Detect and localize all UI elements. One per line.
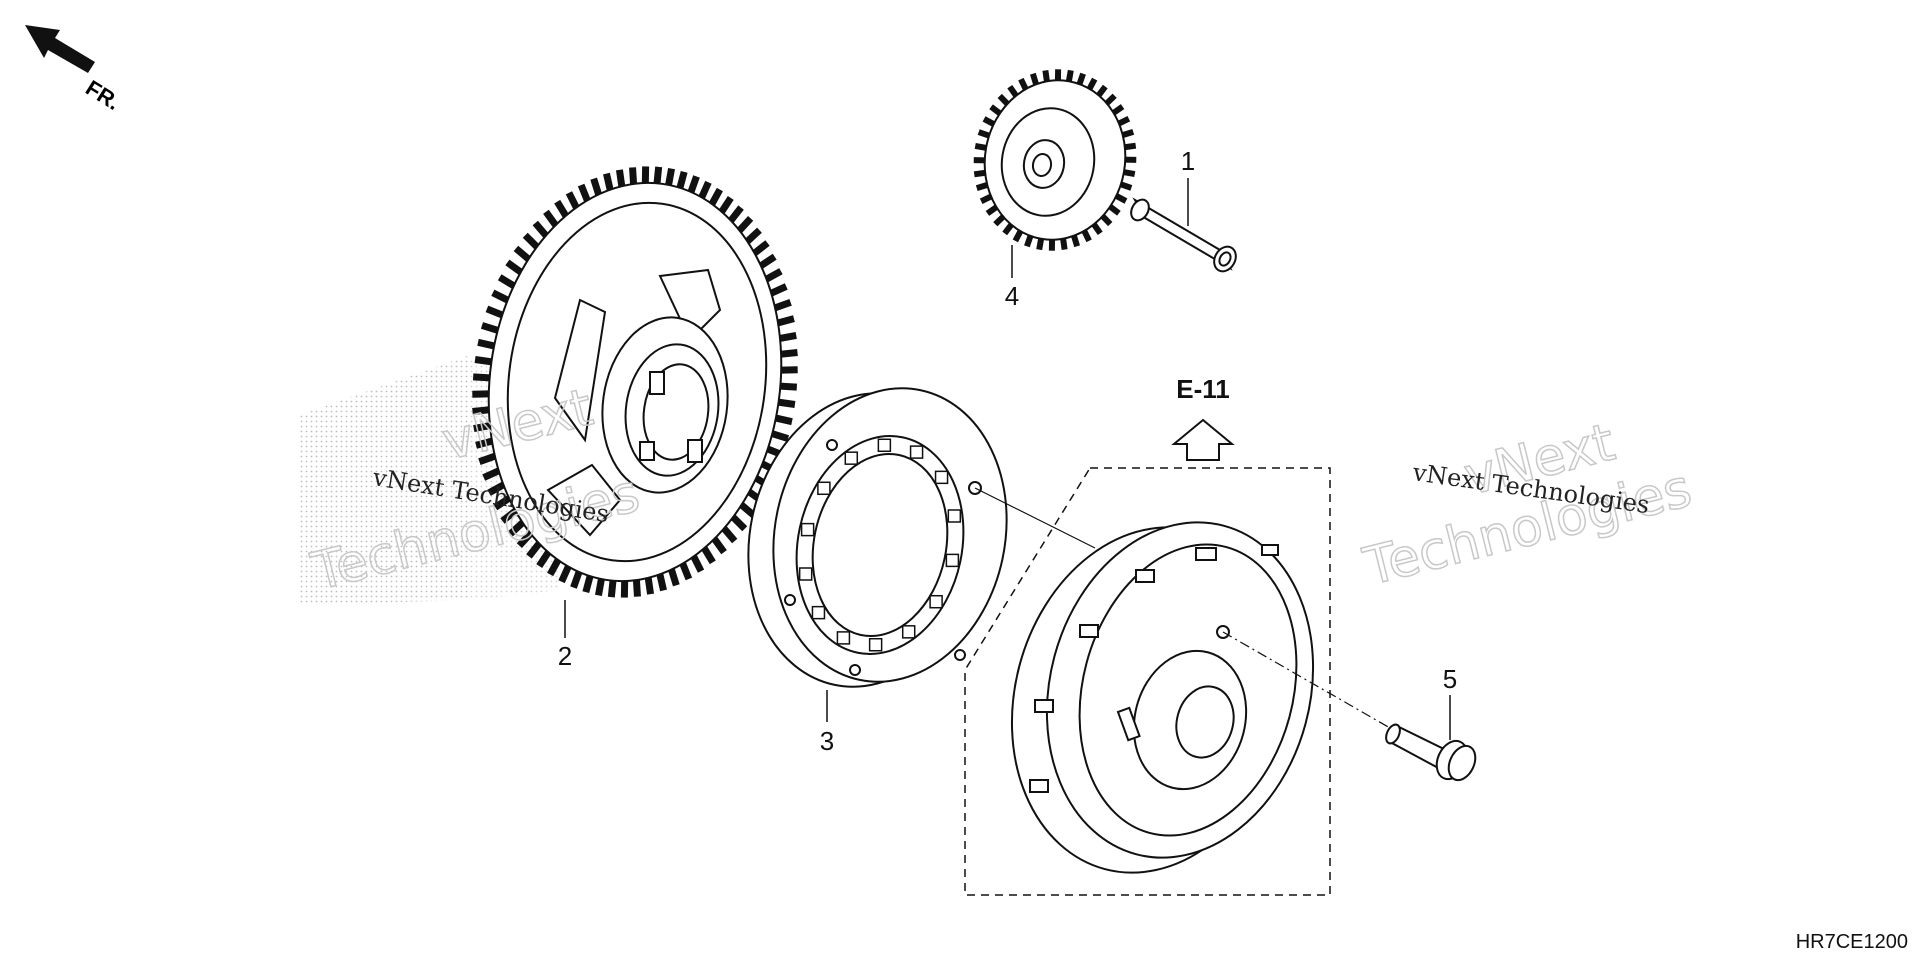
watermark-right: vNext Technologies vNext Technologies xyxy=(1358,413,1698,598)
callout-2: 2 xyxy=(558,641,572,671)
idle-gear xyxy=(972,69,1138,251)
clutch-roller xyxy=(878,439,890,451)
clutch-roller xyxy=(903,626,915,638)
flywheel-rotor xyxy=(974,492,1349,904)
clutch-roller xyxy=(837,632,849,644)
pin-shaft xyxy=(1128,196,1241,275)
clutch-roller xyxy=(930,596,942,608)
callout-4: 4 xyxy=(1005,281,1019,311)
clutch-roller xyxy=(870,639,882,651)
clutch-roller xyxy=(946,554,958,566)
clutch-roller xyxy=(948,510,960,522)
clutch-roller xyxy=(818,482,830,494)
clutch-roller xyxy=(911,446,923,458)
clutch-roller xyxy=(800,568,812,580)
flange-bolt xyxy=(1383,722,1480,784)
front-direction-label: FR. xyxy=(81,75,124,115)
diagram-code: HR7CE1200 xyxy=(1796,931,1908,953)
front-direction-arrow: FR. xyxy=(25,25,125,115)
reference-label: E-11 xyxy=(1176,374,1230,404)
callout-1: 1 xyxy=(1181,146,1195,176)
clutch-roller xyxy=(845,452,857,464)
callout-5: 5 xyxy=(1443,664,1457,694)
clutch-roller xyxy=(802,524,814,536)
clutch-roller xyxy=(812,607,824,619)
reference-arrow: E-11 xyxy=(1174,374,1232,460)
clutch-roller xyxy=(936,471,948,483)
callout-3: 3 xyxy=(820,726,834,756)
